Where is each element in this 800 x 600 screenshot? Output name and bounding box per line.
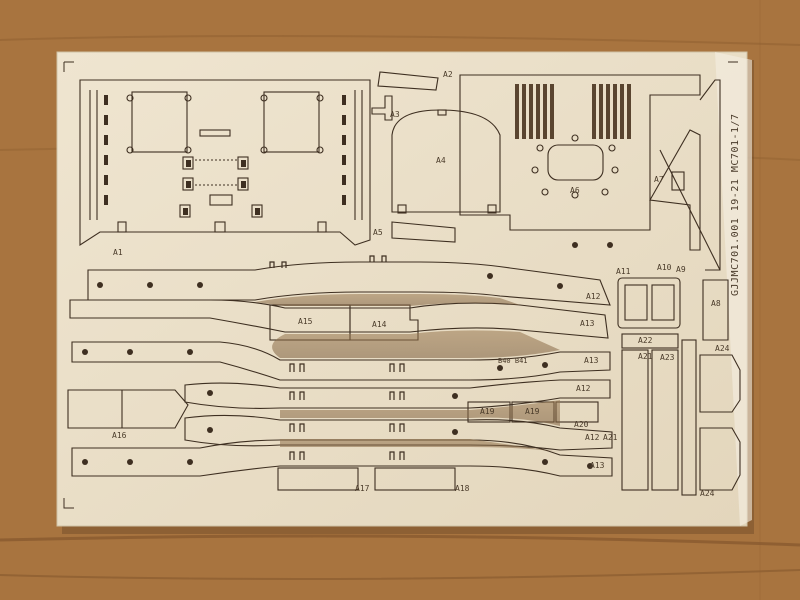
label-a13-top: A13 [580, 319, 595, 328]
label-a19-right: A19 [525, 407, 540, 416]
label-a12-mid: A12 [576, 384, 591, 393]
rail-5 [184, 414, 613, 451]
label-a13-mid: A13 [584, 356, 599, 365]
plywood-sheet [56, 51, 748, 527]
label-a23: A23 [660, 353, 675, 362]
label-a13-low: A13 [590, 461, 605, 470]
part-a7 [649, 79, 721, 271]
part-a3 [371, 95, 393, 121]
part-a6 [459, 74, 701, 231]
label-a4: A4 [436, 156, 446, 165]
plastic-wrap-glare [715, 52, 752, 526]
rail-1 [87, 261, 611, 306]
part-a18 [374, 467, 456, 491]
rail-6 [71, 439, 613, 477]
label-a20: A20 [574, 420, 589, 429]
part-a9-a11 [617, 277, 681, 329]
label-a24-top: A24 [715, 344, 730, 353]
label-a2: A2 [443, 70, 453, 79]
part-a4 [391, 109, 501, 214]
label-a21-col: A21 [638, 352, 653, 361]
label-a19-left: A19 [480, 407, 495, 416]
cut-lines [67, 71, 741, 496]
label-a18: A18 [455, 484, 470, 493]
a6-grilles [515, 84, 631, 139]
label-a3: A3 [390, 110, 400, 119]
part-a24-bottom [699, 427, 741, 491]
label-a16: A16 [112, 431, 127, 440]
label-a1: A1 [113, 248, 123, 257]
part-a1 [79, 79, 371, 247]
part-a8 [702, 279, 729, 341]
label-b40-b41: B40 B41 [498, 357, 528, 365]
label-a8: A8 [711, 299, 721, 308]
part-a17 [277, 467, 359, 491]
label-a12-low: A12 [585, 433, 600, 442]
label-a24-bottom: A24 [700, 489, 715, 498]
label-a5: A5 [373, 228, 383, 237]
label-a15: A15 [298, 317, 313, 326]
label-a6: A6 [570, 186, 580, 195]
sheet-code: GJJMC701.001 19-21 MC701-1/7 [730, 113, 741, 296]
label-a14: A14 [372, 320, 387, 329]
part-a5 [391, 221, 456, 243]
rail-holes [82, 242, 613, 469]
corner-marks [63, 61, 738, 509]
part-a24-top [699, 354, 741, 413]
gaps [255, 294, 560, 452]
label-a17: A17 [355, 484, 370, 493]
a1-slot-pattern [104, 95, 346, 215]
part-a16 [67, 389, 189, 429]
label-a10: A10 [657, 263, 672, 272]
part-a21-a23 [621, 333, 697, 496]
label-a9: A9 [676, 265, 686, 274]
part-a2 [377, 71, 439, 91]
rail-3 [71, 341, 611, 381]
label-a12-top: A12 [586, 292, 601, 301]
rail-4 [184, 379, 611, 409]
label-a21-right: A21 [603, 433, 618, 442]
tab-marks [269, 255, 405, 460]
label-a22: A22 [638, 336, 653, 345]
label-a11: A11 [616, 267, 631, 276]
label-a7: A7 [654, 175, 664, 184]
